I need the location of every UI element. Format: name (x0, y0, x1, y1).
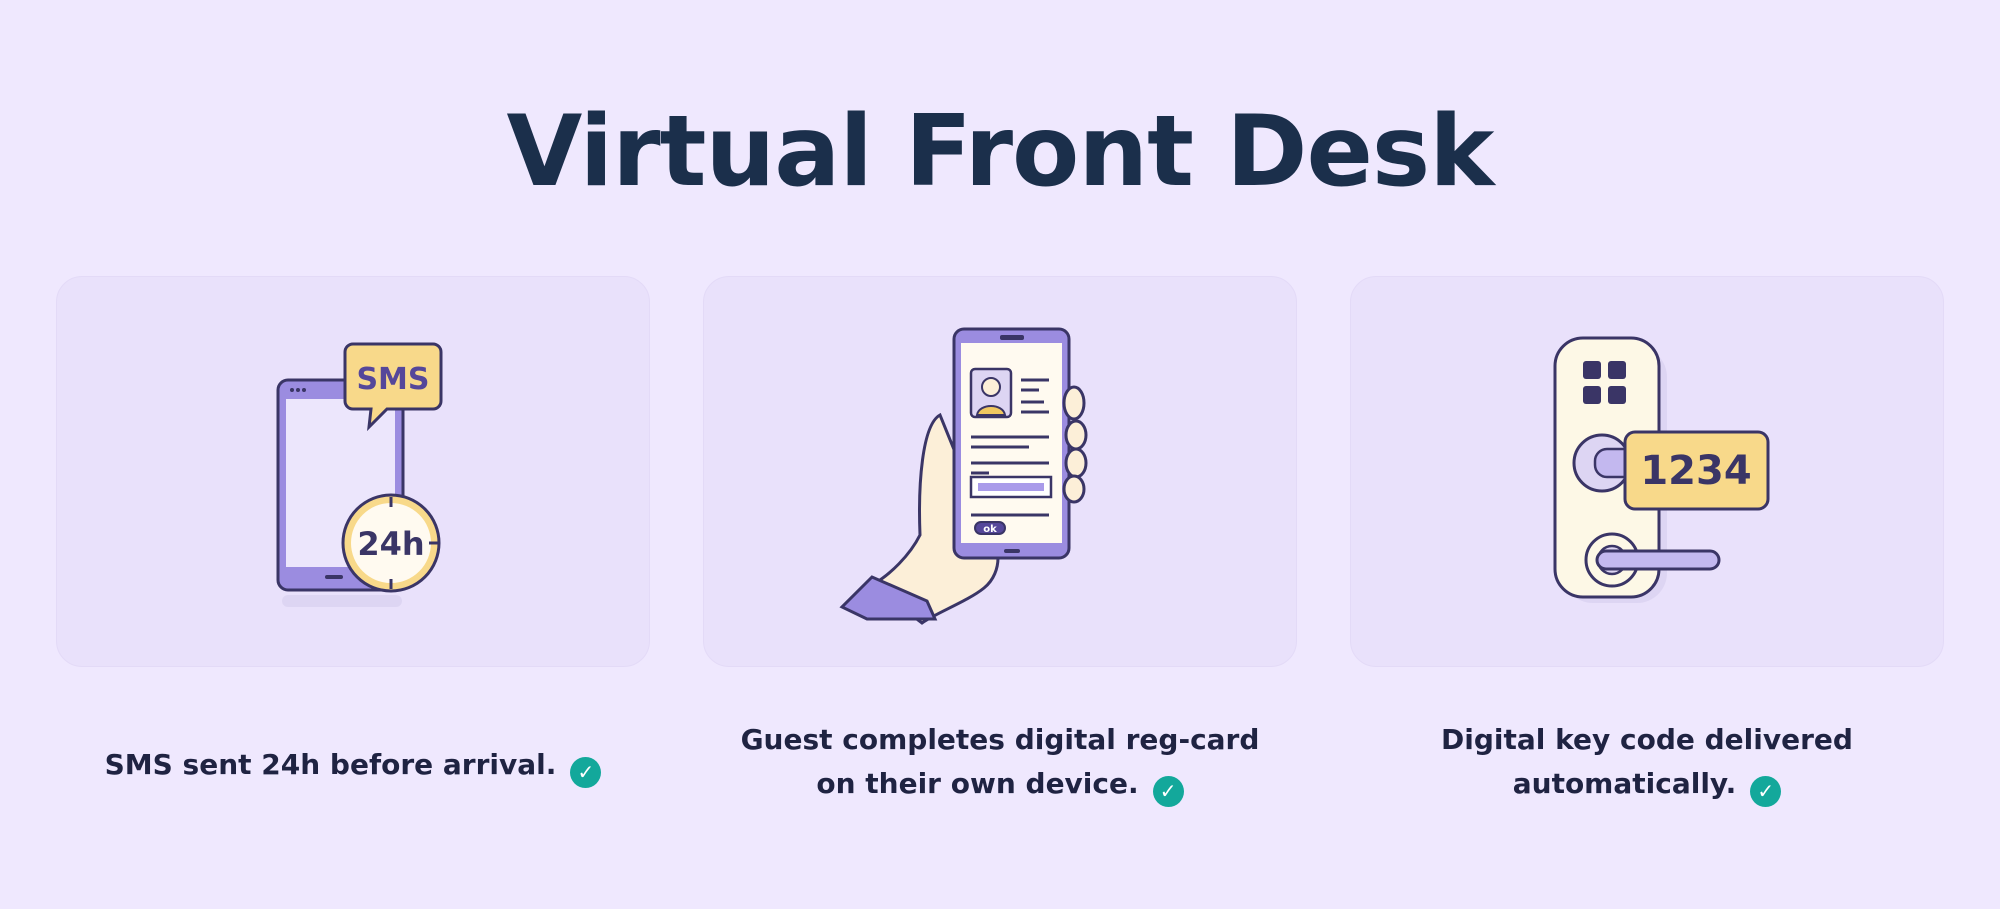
check-icon: ✓ (1750, 775, 1782, 807)
hand-holding-phone-regcard-icon: ok (839, 327, 1088, 625)
caption-text-line-2: automatically. (1512, 767, 1737, 800)
page-title: Virtual Front Desk (506, 95, 1495, 209)
form-submit-button-text: ok (983, 524, 997, 535)
caption-text-line-1: Guest completes digital reg-card (740, 723, 1260, 756)
step-card-keycode: 1234 (1350, 276, 1944, 667)
caption-step-2: Guest completes digital reg-card on thei… (703, 718, 1297, 807)
caption-text: SMS sent 24h before arrival. (104, 748, 557, 781)
clock-24h-text: 24h (357, 525, 424, 563)
phone-sms-24h-icon: SMS 24h (276, 342, 443, 607)
door-lock-keycode-icon: 1234 (1553, 336, 1770, 603)
step-card-regcard: ok (703, 276, 1297, 667)
key-code-text: 1234 (1640, 448, 1751, 494)
caption-text-line-2: on their own device. (816, 767, 1139, 800)
caption-step-3: Digital key code delivered automatically… (1350, 718, 1944, 807)
sms-bubble-text: SMS (356, 362, 429, 397)
check-icon: ✓ (570, 756, 602, 788)
caption-text-line-1: Digital key code delivered (1441, 723, 1853, 756)
check-icon: ✓ (1152, 775, 1184, 807)
caption-step-1: SMS sent 24h before arrival. ✓ (56, 743, 650, 788)
step-card-sms: SMS 24h (56, 276, 650, 667)
